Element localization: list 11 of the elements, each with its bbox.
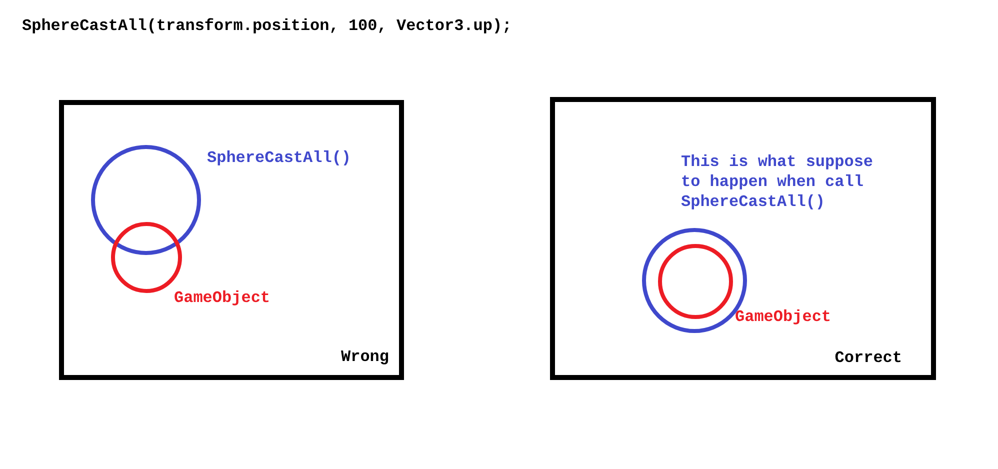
circle-caption: GameObject — [174, 288, 270, 308]
code-title: SphereCastAll(transform.position, 100, Vector3.up); — [22, 16, 512, 36]
example-frame — [59, 100, 404, 380]
game-object-circle — [658, 244, 733, 319]
verdict-label: Correct — [834, 348, 902, 368]
circle-caption: This is what suppose to happen when call SphereCastAll() — [681, 152, 874, 212]
example-frame — [550, 97, 936, 380]
circle-caption: SphereCastAll() — [207, 148, 352, 168]
verdict-label: Wrong — [340, 347, 389, 367]
sphere-cast-circle — [91, 145, 201, 255]
circle-caption: GameObject — [735, 307, 832, 327]
